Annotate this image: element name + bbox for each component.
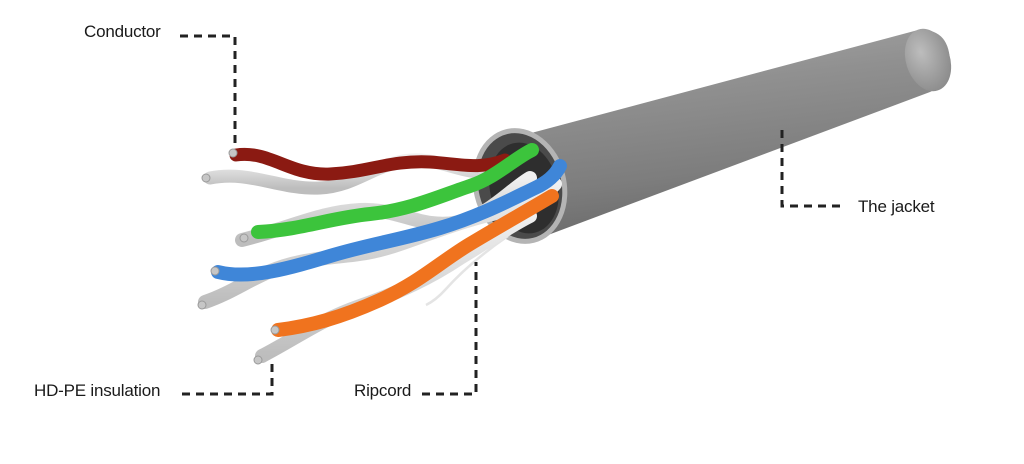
- label-conductor: Conductor: [84, 22, 161, 41]
- tip-orange: [270, 325, 280, 335]
- label-hd-pe-insulation: HD-PE insulation: [34, 381, 161, 400]
- leader-ripcord: [422, 262, 478, 396]
- orange-pair: [255, 189, 559, 363]
- tip-brown: [228, 148, 238, 158]
- leader-jacket: [780, 130, 845, 208]
- jacket-body: [520, 29, 950, 239]
- label-ripcord: Ripcord: [354, 381, 412, 400]
- label-jacket: The jacket: [858, 197, 935, 216]
- brown-pair: [203, 147, 512, 195]
- tip-green: [239, 233, 249, 243]
- blue-strand: [211, 159, 567, 282]
- tip-blue: [210, 266, 220, 276]
- tip-brown-white: [201, 173, 211, 183]
- leader-conductor: [180, 34, 237, 148]
- blue-pair: [198, 159, 567, 309]
- tip-orange-white: [253, 355, 263, 365]
- tip-blue-white: [197, 300, 207, 310]
- ripcord: [425, 234, 509, 307]
- jacket-end-cap: [904, 28, 952, 92]
- green-strand: [251, 143, 539, 239]
- leader-insulation: [182, 360, 274, 396]
- brown-strand: [229, 147, 512, 181]
- orange-strand: [271, 189, 559, 337]
- conductor-tips: [197, 148, 280, 365]
